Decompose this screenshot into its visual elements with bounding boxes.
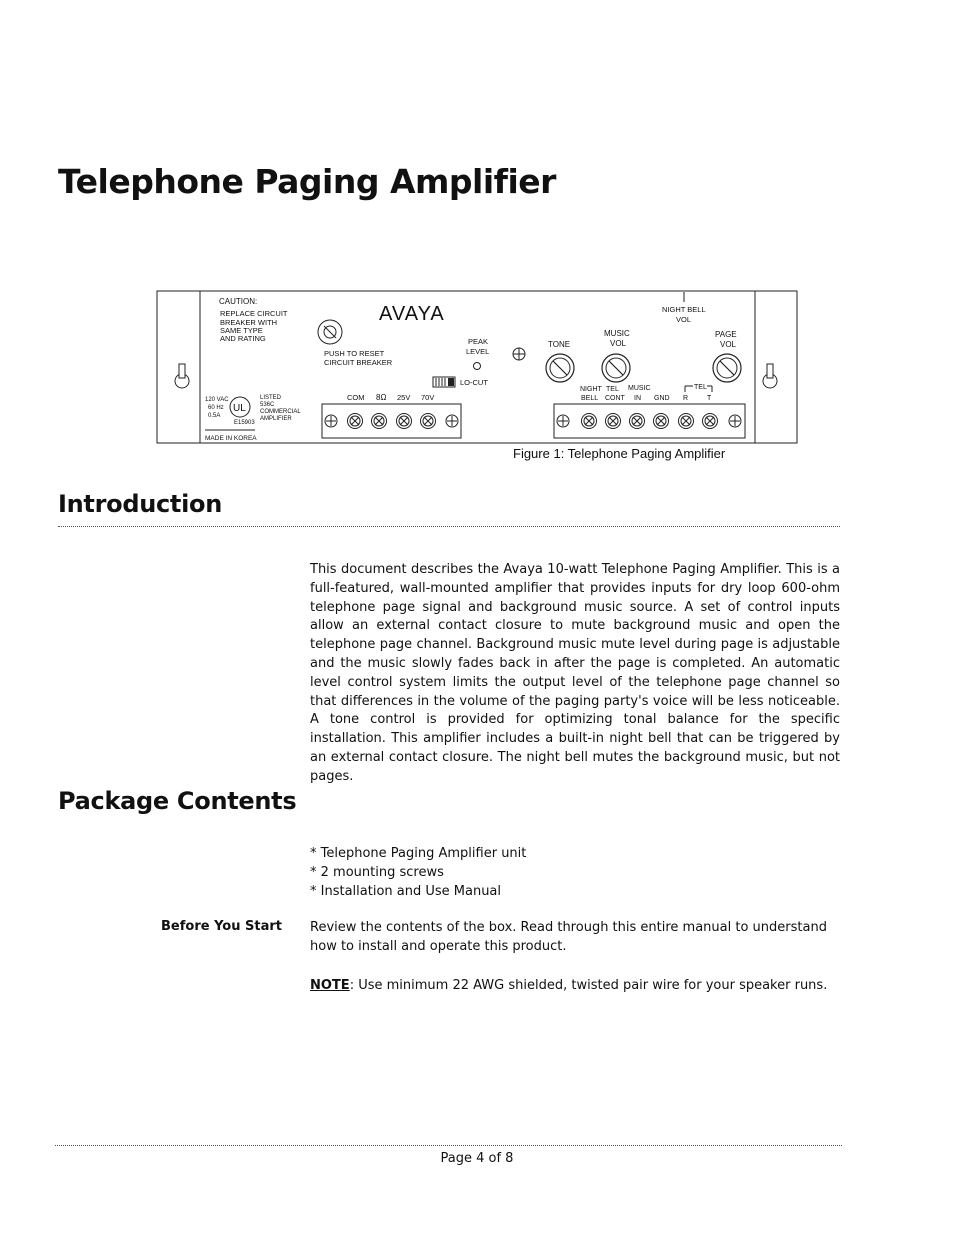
caution-line: AND RATING — [220, 334, 266, 343]
introduction-paragraph: This document describes the Avaya 10-wat… — [310, 562, 840, 784]
terminal-label: 70V — [421, 393, 434, 402]
terminal-label-bottom: GND — [654, 395, 670, 402]
introduction-heading: Introduction — [58, 490, 222, 518]
terminal-screw — [678, 413, 694, 429]
amplifier-panel-figure: CAUTION: REPLACE CIRCUIT BREAKER WITH SA… — [156, 290, 798, 444]
section-divider — [58, 526, 840, 527]
caution-line: BREAKER WITH — [220, 318, 277, 327]
peak-level-led — [473, 362, 481, 370]
listed-label: LISTED — [260, 395, 282, 401]
music-vol-label: VOL — [610, 339, 627, 348]
tone-label: TONE — [548, 340, 570, 349]
caution-title: CAUTION: — [219, 297, 257, 306]
note-label: NOTE — [310, 978, 350, 993]
listed-label: AMPLIFIER — [260, 416, 292, 422]
terminal-screw — [581, 413, 597, 429]
caution-line: SAME TYPE — [220, 326, 263, 335]
terminal-label-bottom: IN — [634, 395, 641, 402]
list-item: * 2 mounting screws — [310, 865, 444, 880]
terminal-screw — [347, 413, 363, 429]
page-number: Page 4 of 8 — [440, 1151, 514, 1166]
terminal-screw — [371, 413, 387, 429]
brand-logo: AVAYA — [379, 303, 445, 325]
listed-label: COMMERCIAL — [260, 409, 301, 415]
list-item: * Installation and Use Manual — [310, 884, 502, 899]
peak-level-label: LEVEL — [466, 347, 489, 356]
terminal-screw — [702, 413, 718, 429]
terminal-label-top: MUSIC — [628, 385, 651, 392]
lo-cut-switch — [432, 376, 456, 388]
panel-screw — [512, 347, 526, 361]
power-rating: 120 VAC — [205, 397, 229, 403]
terminal-screw — [653, 413, 669, 429]
ul-mark: UL — [233, 403, 246, 414]
push-reset-label: CIRCUIT BREAKER — [324, 358, 393, 367]
terminal-screw — [556, 414, 570, 428]
terminal-label-top: NIGHT — [580, 386, 603, 393]
note-paragraph: NOTE: Use minimum 22 AWG shielded, twist… — [310, 977, 840, 996]
power-rating: 60 Hz — [208, 405, 224, 411]
tone-knob — [545, 353, 575, 383]
music-vol-label: MUSIC — [604, 329, 630, 338]
right-mount-hole — [762, 363, 778, 389]
terminal-screw — [420, 413, 436, 429]
page-vol-label: PAGE — [715, 330, 737, 339]
page-vol-knob — [712, 353, 742, 383]
music-vol-knob — [601, 353, 631, 383]
speaker-terminal-strip — [321, 403, 462, 439]
tel-pair-label: TEL — [694, 384, 707, 391]
lo-cut-label: LO-CUT — [460, 378, 488, 387]
footer-divider — [55, 1145, 842, 1146]
night-bell-vol-label: NIGHT BELL — [662, 305, 706, 314]
page-title: Telephone Paging Amplifier — [58, 162, 556, 201]
terminal-label-bottom: BELL — [581, 395, 598, 402]
terminal-screw — [324, 414, 338, 428]
terminal-screw — [445, 414, 459, 428]
before-you-start-label: Before You Start — [161, 919, 282, 934]
terminal-screw — [396, 413, 412, 429]
terminal-label-bottom: CONT — [605, 395, 626, 402]
package-contents-list: * Telephone Paging Amplifier unit * 2 mo… — [310, 844, 526, 901]
terminal-label-bottom: R — [683, 395, 688, 402]
e-number: E15903 — [234, 420, 255, 426]
terminal-screw — [728, 414, 742, 428]
terminal-label: 25V — [397, 393, 410, 402]
listed-label: 536C — [260, 402, 275, 408]
night-bell-vol-label: VOL — [676, 315, 691, 324]
power-rating: 0.5A — [208, 413, 220, 419]
page-vol-label: VOL — [720, 340, 737, 349]
circuit-breaker-button — [317, 319, 343, 345]
made-in-label: MADE IN KOREA — [205, 435, 257, 442]
terminal-label-top: TEL — [606, 386, 619, 393]
terminal-screw — [629, 413, 645, 429]
caution-line: REPLACE CIRCUIT — [220, 309, 288, 318]
package-contents-heading: Package Contents — [58, 787, 297, 815]
terminal-label-bottom: T — [707, 395, 712, 402]
terminal-label: COM — [347, 393, 365, 402]
peak-level-label: PEAK — [468, 337, 488, 346]
figure-caption: Figure 1: Telephone Paging Amplifier — [513, 446, 726, 461]
list-item: * Telephone Paging Amplifier unit — [310, 846, 527, 861]
left-mount-hole — [174, 363, 190, 389]
note-text: : Use minimum 22 AWG shielded, twisted p… — [349, 978, 828, 993]
push-reset-label: PUSH TO RESET — [324, 349, 385, 358]
ul-mark-icon — [229, 396, 251, 418]
before-you-start-paragraph: Review the contents of the box. Read thr… — [310, 920, 827, 954]
control-terminal-strip — [553, 403, 746, 439]
terminal-screw — [605, 413, 621, 429]
terminal-label: 8Ω — [376, 393, 386, 402]
